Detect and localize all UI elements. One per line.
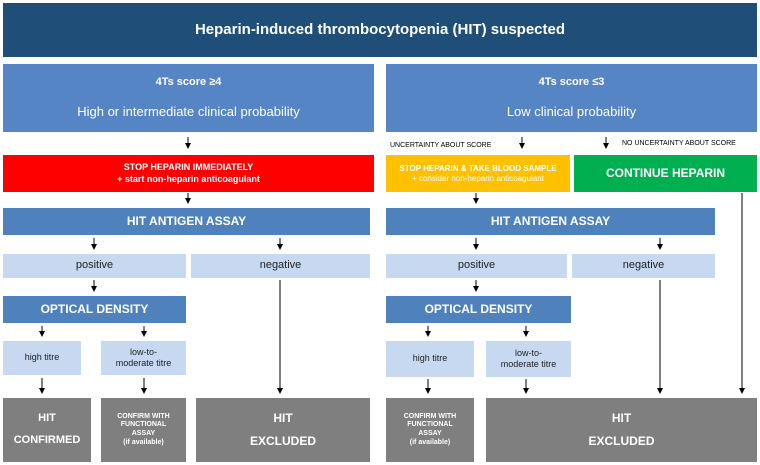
left-excluded-line2: EXCLUDED [249,434,316,448]
left-high-titre-box: high titre [3,341,81,375]
right-low-line2: moderate titre [500,359,557,369]
continue-heparin-box: CONTINUE HEPARIN [574,155,757,192]
right-negative-label: negative [622,259,665,272]
right-optical-label: OPTICAL DENSITY [424,302,533,316]
left-excluded-line1: HIT [273,411,293,425]
left-optical-density-box: OPTICAL DENSITY [3,296,186,323]
left-hit-confirmed-box: HIT CONFIRMED [3,398,91,462]
right-low-titre-box: low-to- moderate titre [486,341,571,377]
right-stop-title: STOP HEPARIN & TAKE BLOOD SAMPLE [399,163,557,173]
left-probability-box: 4Ts score ≥4 High or intermediate clinic… [3,64,374,132]
left-stop-heparin-box: STOP HEPARIN IMMEDIATELY + start non-hep… [3,155,374,192]
title-box: Heparin-induced thrombocytopenia (HIT) s… [3,3,757,57]
left-confirmed-line1: HIT [38,412,56,425]
right-optical-density-box: OPTICAL DENSITY [386,296,571,323]
right-positive-label: positive [457,259,496,272]
right-func-line2: FUNCTIONAL [407,421,453,429]
right-stop-sub: + consider non-heparin anticoagulant [412,173,544,183]
left-low-titre-box: low-to- moderate titre [101,341,186,375]
right-assay-label: HIT ANTIGEN ASSAY [490,214,611,228]
left-probability: High or intermediate clinical probabilit… [77,103,300,119]
left-hit-excluded-box: HIT EXCLUDED [196,398,370,462]
right-assay-box: HIT ANTIGEN ASSAY [386,208,715,235]
continue-heparin-label: CONTINUE HEPARIN [605,166,726,180]
left-positive-label: positive [75,259,114,272]
no-uncertainty-label: NO UNCERTAINTY ABOUT SCORE [622,140,736,147]
right-functional-assay-box: CONFIRM WITH FUNCTIONAL ASSAY (if availa… [386,398,474,462]
left-negative-box: negative [191,254,370,278]
right-negative-box: negative [572,254,715,278]
left-func-line1: CONFIRM WITH [117,412,170,420]
right-probability-box: 4Ts score ≤3 Low clinical probability [386,64,757,132]
left-func-line3: ASSAY [131,430,156,437]
left-assay-label: HIT ANTIGEN ASSAY [126,214,247,228]
right-probability: Low clinical probability [506,103,637,119]
right-func-line3: ASSAY [418,430,442,437]
right-func-line1: CONFIRM WITH [403,412,457,420]
right-excluded-line2: EXCLUDED [588,434,655,448]
right-low-line1: low-to- [514,347,542,358]
left-low-line2: moderate titre [115,358,172,368]
right-score: 4Ts score ≤3 [538,76,605,88]
left-assay-box: HIT ANTIGEN ASSAY [3,208,370,235]
uncertainty-label: UNCERTAINTY ABOUT SCORE [390,142,492,149]
left-low-line1: low-to- [129,346,157,357]
right-excluded-line1: HIT [611,411,632,425]
left-func-line2: FUNCTIONAL [120,421,167,429]
right-positive-box: positive [386,254,567,278]
left-stop-sub: + start non-heparin anticoagulant [117,173,260,184]
title-text: Heparin-induced thrombocytopenia (HIT) s… [194,20,566,38]
right-high-label: high titre [412,353,448,364]
left-score: 4Ts score ≥4 [155,76,222,88]
left-confirmed-line2: CONFIRMED [13,434,81,446]
left-optical-label: OPTICAL DENSITY [40,302,149,316]
left-func-line4: (if available) [123,438,164,446]
right-func-line4: (if available) [409,438,451,446]
left-high-label: high titre [24,352,60,363]
left-negative-label: negative [259,259,302,272]
right-stop-heparin-box: STOP HEPARIN & TAKE BLOOD SAMPLE + consi… [386,155,570,192]
right-high-titre-box: high titre [386,341,474,377]
left-positive-box: positive [3,254,186,278]
left-functional-assay-box: CONFIRM WITH FUNCTIONAL ASSAY (if availa… [101,398,186,462]
left-stop-title: STOP HEPARIN IMMEDIATELY [123,162,254,173]
right-hit-excluded-box: HIT EXCLUDED [486,398,757,462]
